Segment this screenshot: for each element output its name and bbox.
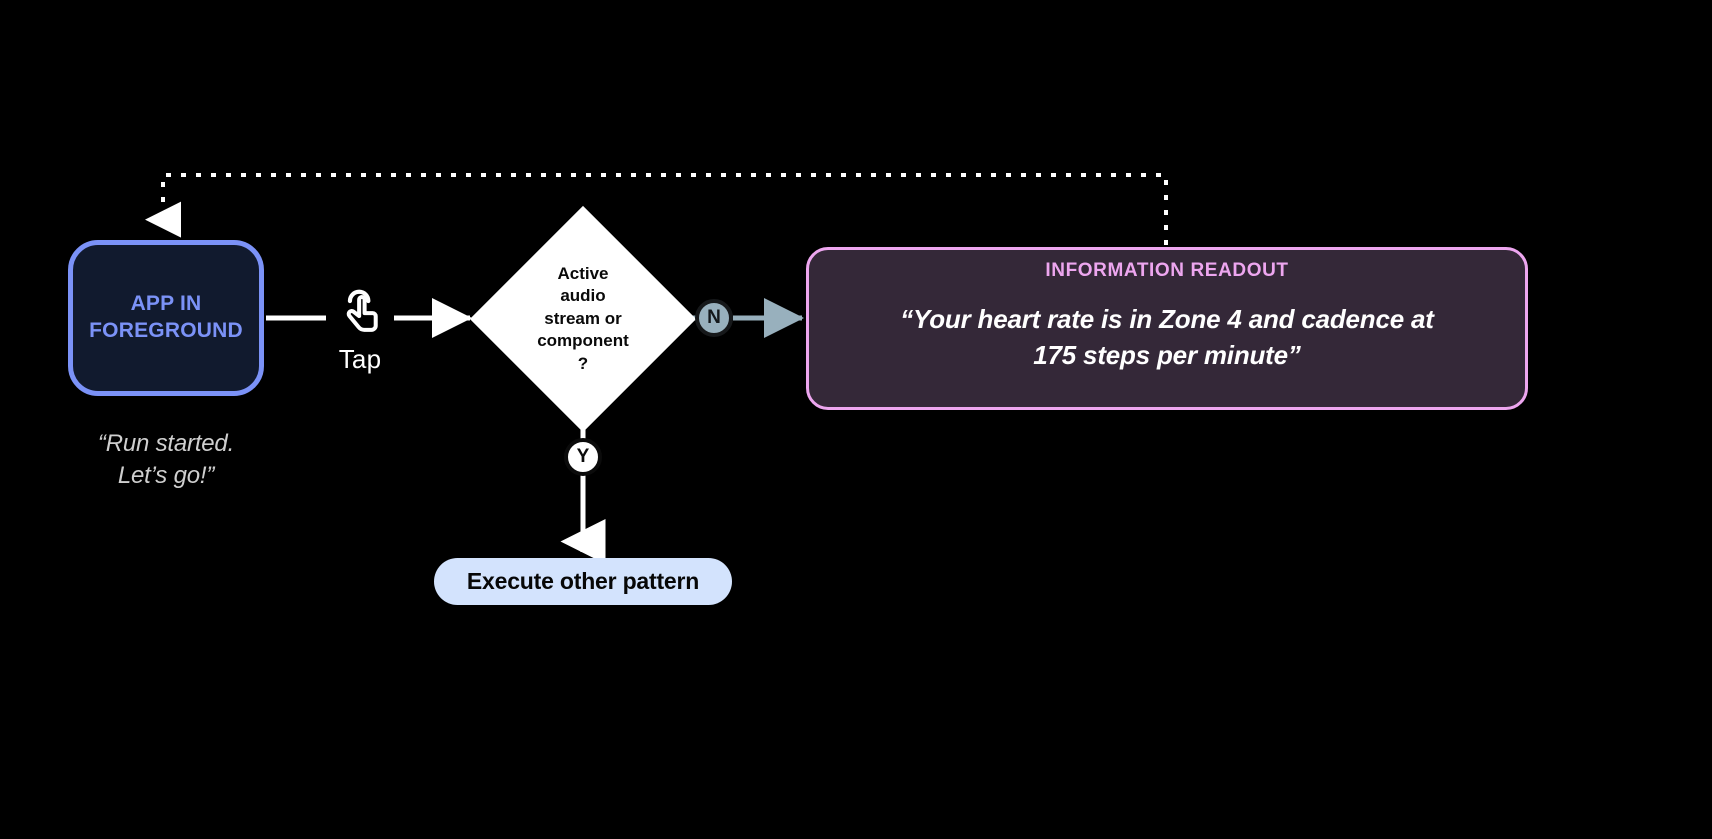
app-node-label: APP IN FOREGROUND <box>89 291 243 345</box>
decision-label: Active audio stream or component ? <box>470 206 696 432</box>
badge-yes: Y <box>564 438 602 476</box>
readout-quote: “Your heart rate is in Zone 4 and cadenc… <box>900 302 1434 374</box>
app-node-label-line2: FOREGROUND <box>89 319 243 342</box>
decision-label-line5: ? <box>577 353 589 373</box>
node-execute-other-pattern[interactable]: Execute other pattern <box>434 558 732 605</box>
app-voice-caption-line2: Let’s go!” <box>117 461 215 489</box>
badge-no: N <box>695 299 733 337</box>
tap-label: Tap <box>338 344 382 374</box>
node-information-readout[interactable]: INFORMATION READOUT “Your heart rate is … <box>806 247 1528 410</box>
tap-gesture-group: Tap <box>322 288 398 375</box>
badge-no-label: N <box>707 307 721 328</box>
execute-other-pattern-label: Execute other pattern <box>466 568 700 594</box>
app-node-label-line1: APP IN <box>130 292 202 316</box>
tap-gesture-icon <box>346 289 378 332</box>
app-voice-caption-line1: “Run started. <box>97 430 235 457</box>
node-app-in-foreground[interactable]: APP IN FOREGROUND <box>68 240 264 396</box>
decision-label-line1: Active <box>557 263 609 283</box>
readout-title: INFORMATION READOUT <box>1045 260 1289 281</box>
badge-yes-label: Y <box>576 446 590 467</box>
app-voice-caption: “Run started. Let’s go!” <box>48 428 284 491</box>
node-decision-audio-stream[interactable]: Active audio stream or component ? <box>469 205 697 433</box>
decision-label-line4: component <box>537 331 629 351</box>
decision-label-line3: stream or <box>544 308 622 328</box>
decision-label-line2: audio <box>560 286 606 306</box>
readout-quote-line2: 175 steps per minute” <box>1033 339 1301 370</box>
readout-quote-line1: “Your heart rate is in Zone 4 and cadenc… <box>900 304 1434 334</box>
